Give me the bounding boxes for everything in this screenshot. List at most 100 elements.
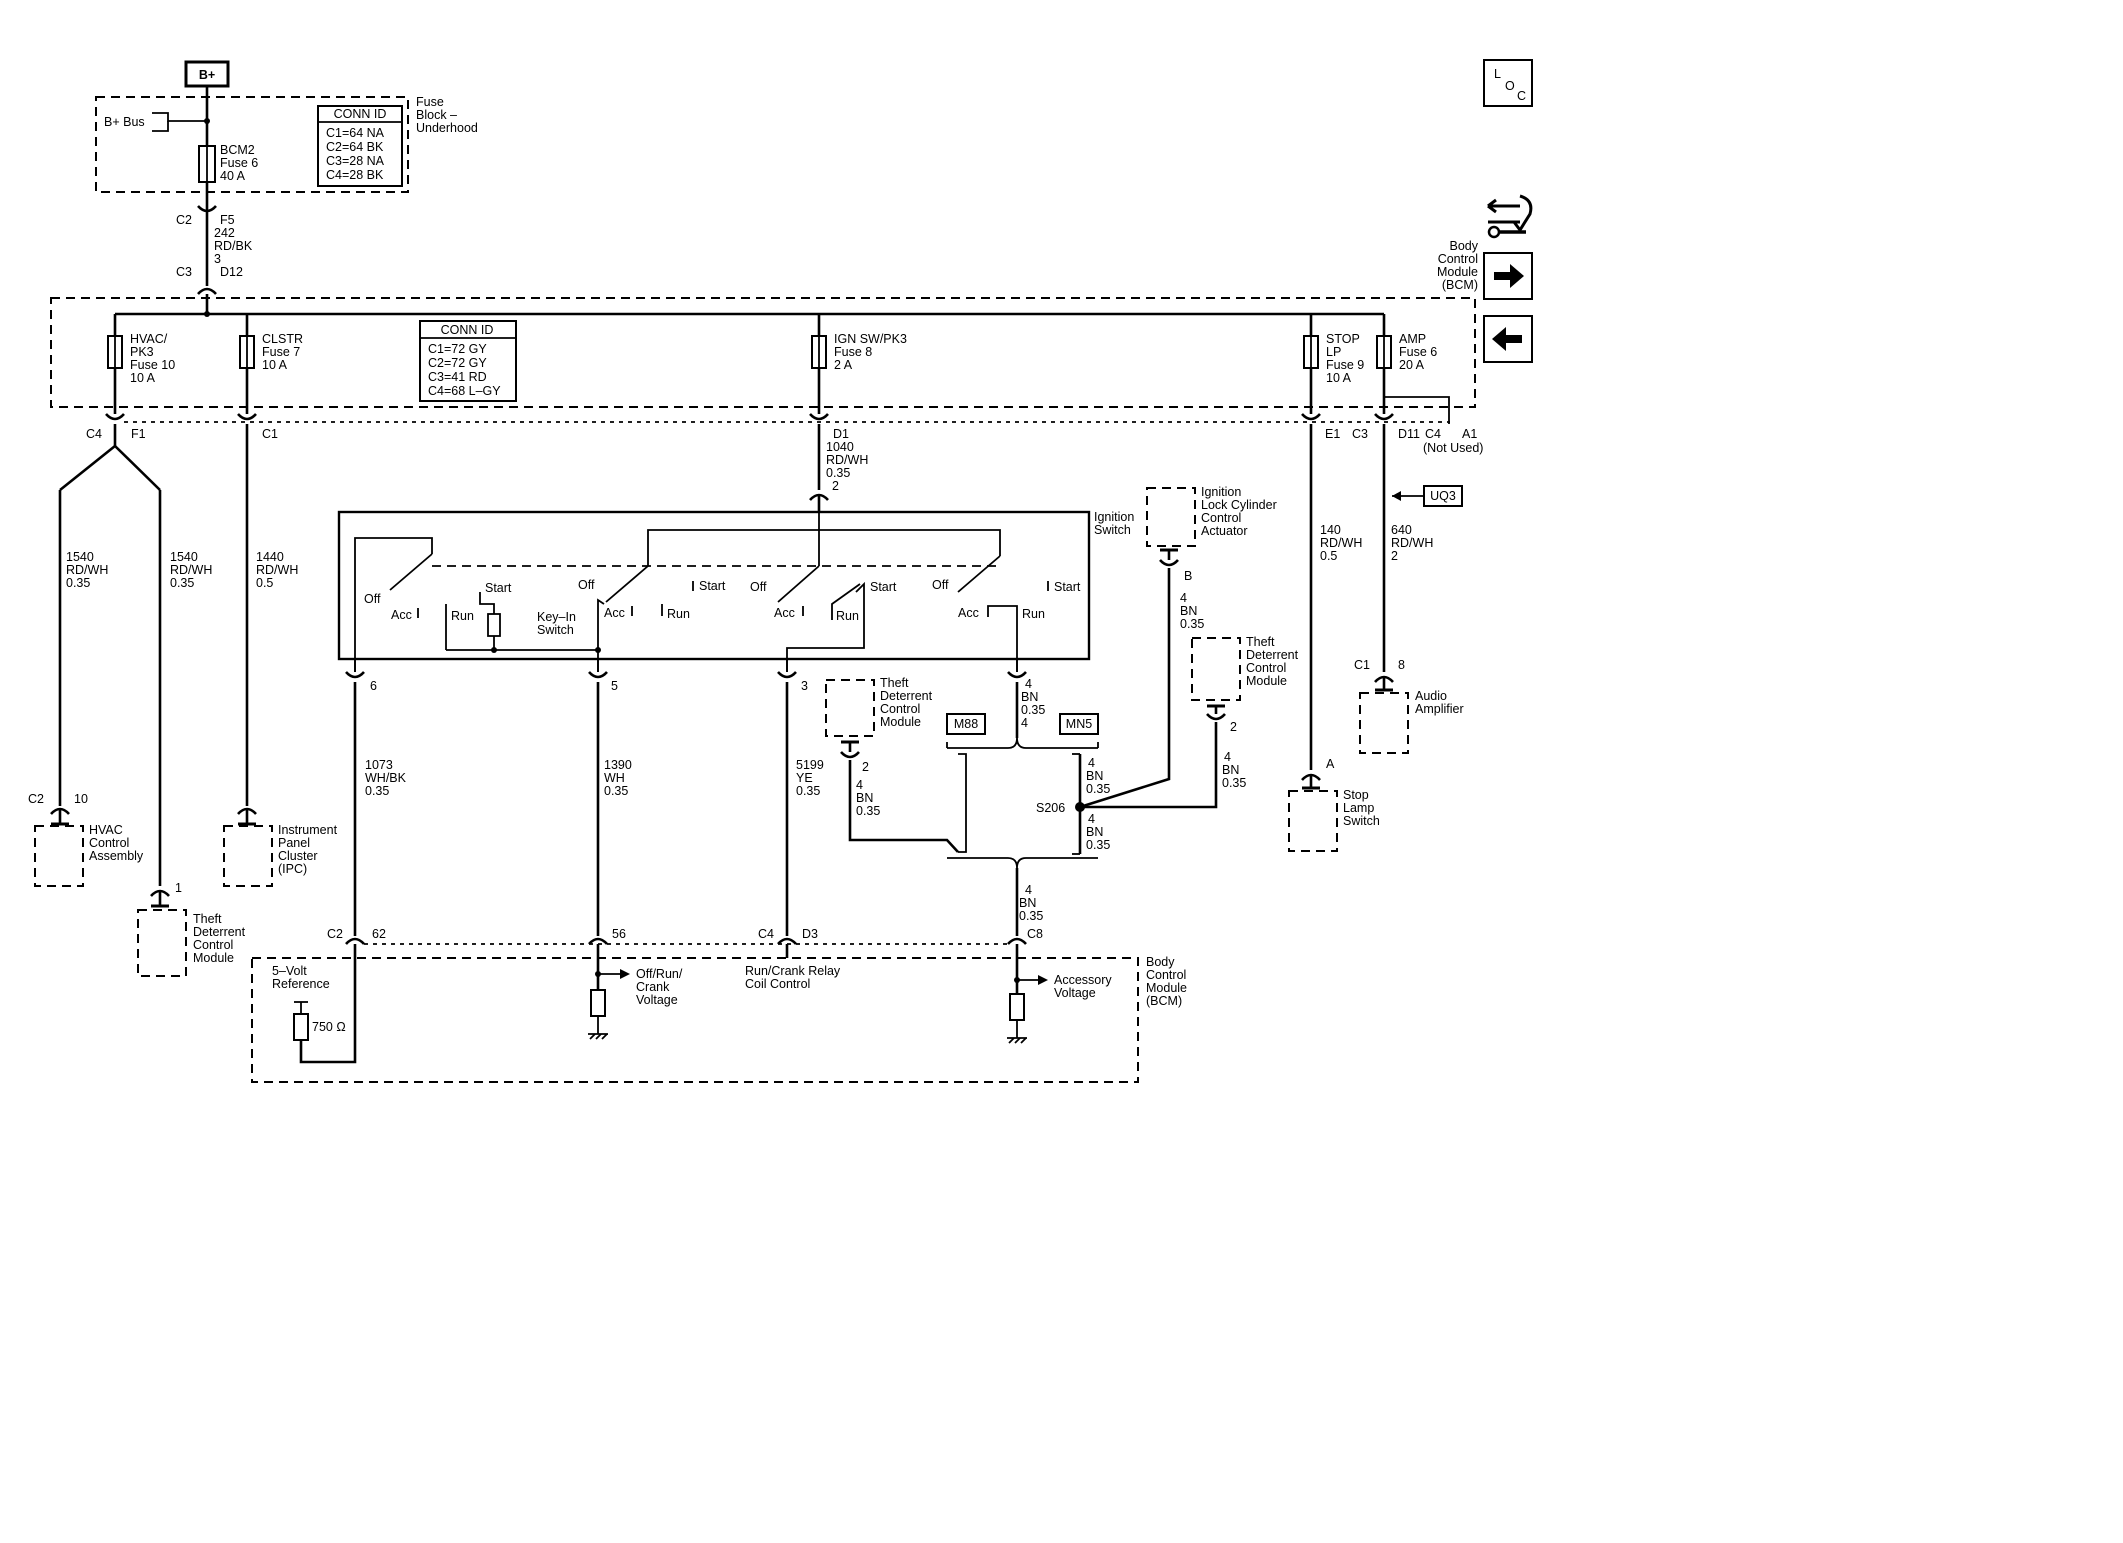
theft-deterrent-module-right: [1191, 637, 1241, 701]
svg-text:Control: Control: [880, 702, 920, 716]
connector-c3-d12: [197, 287, 217, 295]
svg-text:(IPC): (IPC): [278, 862, 307, 876]
svg-text:E1: E1: [1325, 427, 1340, 441]
fuse-bcm2-number: Fuse 6: [220, 156, 258, 170]
svg-text:Fuse 10: Fuse 10: [130, 358, 175, 372]
svg-text:Fuse 7: Fuse 7: [262, 345, 300, 359]
svg-text:Body: Body: [1146, 955, 1175, 969]
svg-text:Run: Run: [667, 607, 690, 621]
svg-text:Module: Module: [193, 951, 234, 965]
svg-text:STOP: STOP: [1326, 332, 1360, 346]
svg-text:M88: M88: [954, 717, 978, 731]
svg-text:Assembly: Assembly: [89, 849, 144, 863]
fuse-amp: [1376, 335, 1392, 369]
svg-text:0.5: 0.5: [256, 576, 273, 590]
svg-text:20 A: 20 A: [1399, 358, 1425, 372]
svg-text:C3: C3: [176, 265, 192, 279]
svg-text:Underhood: Underhood: [416, 121, 478, 135]
svg-text:2: 2: [1391, 549, 1398, 563]
svg-text:C1=64 NA: C1=64 NA: [326, 126, 385, 140]
svg-text:C4: C4: [86, 427, 102, 441]
arrow-right-icon[interactable]: [1483, 252, 1533, 300]
svg-text:Amplifier: Amplifier: [1415, 702, 1464, 716]
svg-text:640: 640: [1391, 523, 1412, 537]
fuse-clstr: [239, 335, 255, 369]
svg-text:1040: 1040: [826, 440, 854, 454]
ignition-lock-cylinder-actuator: [1146, 487, 1196, 547]
svg-text:Off: Off: [364, 592, 381, 606]
bcm-lower-box: [251, 957, 1139, 1083]
svg-text:0.35: 0.35: [796, 784, 820, 798]
svg-text:5–Volt: 5–Volt: [272, 964, 307, 978]
svg-text:62: 62: [372, 927, 386, 941]
svg-text:Theft: Theft: [1246, 635, 1275, 649]
svg-text:4: 4: [856, 778, 863, 792]
svg-text:C3=28 NA: C3=28 NA: [326, 154, 385, 168]
svg-text:Lamp: Lamp: [1343, 801, 1374, 815]
svg-text:BCM2: BCM2: [220, 143, 255, 157]
svg-text:Lock Cylinder: Lock Cylinder: [1201, 498, 1277, 512]
svg-text:0.35: 0.35: [856, 804, 880, 818]
tools-icon: [1487, 194, 1533, 239]
svg-text:10: 10: [74, 792, 88, 806]
svg-text:0.35: 0.35: [1086, 782, 1110, 796]
bcm-upper-box: [50, 297, 1476, 408]
svg-text:Start: Start: [485, 581, 512, 595]
svg-text:8: 8: [1398, 658, 1405, 672]
audio-amplifier: [1359, 692, 1409, 754]
svg-text:HVAC: HVAC: [89, 823, 123, 837]
svg-text:BN: BN: [1021, 690, 1038, 704]
fuse-hvac: [107, 335, 123, 369]
svg-text:WH/BK: WH/BK: [365, 771, 407, 785]
svg-text:RD/WH: RD/WH: [170, 563, 212, 577]
bplus-bus-label: B+ Bus: [104, 115, 145, 129]
svg-text:AMP: AMP: [1399, 332, 1426, 346]
svg-text:Fuse 6: Fuse 6: [220, 156, 258, 170]
svg-text:4: 4: [1224, 750, 1231, 764]
fuse-block-underhood: [95, 96, 409, 193]
svg-text:750 Ω: 750 Ω: [312, 1020, 346, 1034]
svg-text:Control: Control: [1201, 511, 1241, 525]
svg-text:Accessory: Accessory: [1054, 973, 1112, 987]
hvac-control-assembly: [34, 825, 84, 887]
svg-text:(BCM): (BCM): [1442, 278, 1478, 292]
svg-text:Run: Run: [836, 609, 859, 623]
svg-text:Voltage: Voltage: [1054, 986, 1096, 1000]
loc-icon[interactable]: L O C: [1483, 59, 1533, 107]
svg-text:S206: S206: [1036, 801, 1065, 815]
svg-text:C2=72 GY: C2=72 GY: [428, 356, 487, 370]
svg-text:4: 4: [1025, 883, 1032, 897]
svg-text:0.35: 0.35: [1086, 838, 1110, 852]
svg-text:C3=41 RD: C3=41 RD: [428, 370, 487, 384]
svg-text:0.35: 0.35: [604, 784, 628, 798]
svg-text:10 A: 10 A: [262, 358, 288, 372]
svg-text:IGN SW/PK3: IGN SW/PK3: [834, 332, 907, 346]
svg-text:RD/WH: RD/WH: [826, 453, 868, 467]
svg-text:BN: BN: [1086, 825, 1103, 839]
svg-text:PK3: PK3: [130, 345, 154, 359]
svg-text:4: 4: [1021, 716, 1028, 730]
svg-text:Switch: Switch: [537, 623, 574, 637]
conn-id-title: CONN ID: [334, 107, 387, 121]
svg-text:0.35: 0.35: [365, 784, 389, 798]
svg-text:Voltage: Voltage: [636, 993, 678, 1007]
svg-text:RD/WH: RD/WH: [1320, 536, 1362, 550]
svg-text:UQ3: UQ3: [1430, 489, 1456, 503]
svg-text:0.35: 0.35: [1021, 703, 1045, 717]
svg-text:0.5: 0.5: [1320, 549, 1337, 563]
svg-text:0.35: 0.35: [1019, 909, 1043, 923]
arrow-left-icon[interactable]: [1483, 315, 1533, 363]
svg-text:2: 2: [1230, 720, 1237, 734]
svg-text:Theft: Theft: [193, 912, 222, 926]
svg-text:5199: 5199: [796, 758, 824, 772]
svg-text:242: 242: [214, 226, 235, 240]
svg-text:YE: YE: [796, 771, 813, 785]
svg-text:C1=72 GY: C1=72 GY: [428, 342, 487, 356]
svg-text:Start: Start: [699, 579, 726, 593]
svg-text:C2: C2: [28, 792, 44, 806]
fuse-stop-lp: [1303, 335, 1319, 369]
svg-text:Reference: Reference: [272, 977, 330, 991]
svg-text:2: 2: [862, 760, 869, 774]
svg-text:10 A: 10 A: [130, 371, 156, 385]
svg-text:1: 1: [175, 881, 182, 895]
